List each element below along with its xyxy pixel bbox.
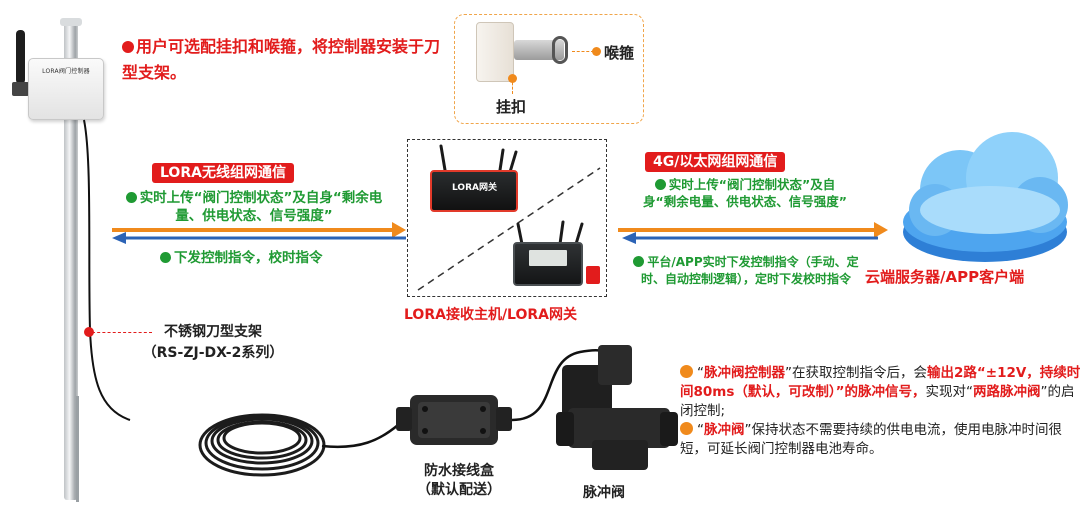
description-paragraph-1: “脉冲阀控制器”在获取控制指令后，会输出2路“±12V，持续时间80ms（默认，… [680, 365, 1081, 419]
junction-box-label-line1: 防水接线盒 [424, 463, 494, 479]
net-downlink-text: 平台/APP实时下发控制指令（手动、定时、自动控制逻辑），定时下发校时指令 [632, 254, 860, 288]
pulse-description: “脉冲阀控制器”在获取控制指令后，会输出2路“±12V，持续时间80ms（默认，… [680, 364, 1082, 459]
stand-leader-dot [84, 327, 94, 337]
junction-box-label: 防水接线盒 （默认配送） [414, 462, 504, 500]
stand-label-line1: 不锈钢刀型支架 [164, 324, 262, 340]
mount-note: 用户可选配挂扣和喉箍，将控制器安装于刀型支架。 [122, 37, 441, 82]
pulse-valve-icon [556, 345, 678, 470]
gateway-label: LORA接收主机/LORA网关 [404, 307, 577, 323]
inset-device-image [476, 22, 514, 82]
receiver-module [586, 266, 600, 284]
lora-downlink-text: 下发控制指令，校时指令 [160, 246, 323, 266]
antenna-base [12, 82, 29, 96]
gateway-frame [407, 139, 607, 297]
hoop-leader-line [572, 51, 594, 52]
lora-link-title: LORA无线组网通信 [152, 163, 294, 183]
cable-to-box [321, 424, 399, 449]
device-label: LORA阀门控制器 [42, 68, 90, 75]
ground-stake [76, 396, 79, 502]
description-paragraph-2: “脉冲阀”保持状态不需要持续的供电电流，使用电脉冲时间很短，可延长阀门控制器电池… [680, 422, 1062, 457]
stand-cap [60, 18, 82, 26]
antenna-icon [16, 30, 25, 84]
cloud-label: 云端服务器/APP客户端 [865, 268, 1025, 286]
lora-valve-controller [28, 58, 104, 120]
gateway-unit-text: LORA网关 [452, 183, 497, 193]
bullet-dot [122, 41, 134, 53]
stainless-steel-stand [64, 22, 78, 500]
bullet-dot [160, 252, 171, 263]
stand-label-line2: （RS-ZJ-DX-2系列） [142, 345, 284, 361]
junction-box-icon [396, 395, 512, 445]
coiled-cable-icon [198, 413, 326, 477]
hang-label: 挂扣 [496, 98, 527, 116]
hose-clamp-icon [552, 36, 568, 64]
mount-accessories-inset [454, 14, 644, 124]
receiver-screen [529, 250, 567, 266]
net-uplink-text: 实时上传“阀门控制状态”及自身“剩余电量、供电状态、信号强度” [643, 177, 847, 209]
hang-leader-dot [508, 74, 517, 83]
gateway-divider [417, 167, 601, 291]
hoop-leader-dot [592, 47, 601, 56]
bullet-dot [633, 256, 645, 267]
hang-leader-line [512, 78, 513, 94]
net-downlink-arrow [622, 232, 878, 244]
lora-uplink-text: 实时上传“阀门控制状态”及自身“剩余电量、供电状态、信号强度” [114, 189, 394, 225]
junction-box-label-line2: （默认配送） [417, 482, 501, 498]
bullet-dot [654, 179, 666, 190]
bullet-dot [125, 192, 137, 203]
hoop-label: 喉箍 [604, 44, 635, 62]
lora-gateway-unit [430, 170, 518, 212]
lora-downlink-arrow [112, 232, 406, 244]
cloud-icon [903, 132, 1068, 262]
stand-leader-line [92, 332, 152, 333]
net-uplink-arrow [618, 222, 888, 238]
bullet-dot [680, 422, 693, 435]
inset-clip-image [514, 40, 564, 60]
stand-label: 不锈钢刀型支架 （RS-ZJ-DX-2系列） [108, 322, 318, 364]
device-cable [83, 119, 131, 421]
gateway-antenna-icons [439, 144, 584, 246]
net-link-title: 4G/以太网组网通信 [645, 152, 786, 172]
valve-label: 脉冲阀 [583, 485, 625, 501]
bullet-dot [680, 365, 693, 378]
lora-uplink-arrow [112, 222, 406, 238]
